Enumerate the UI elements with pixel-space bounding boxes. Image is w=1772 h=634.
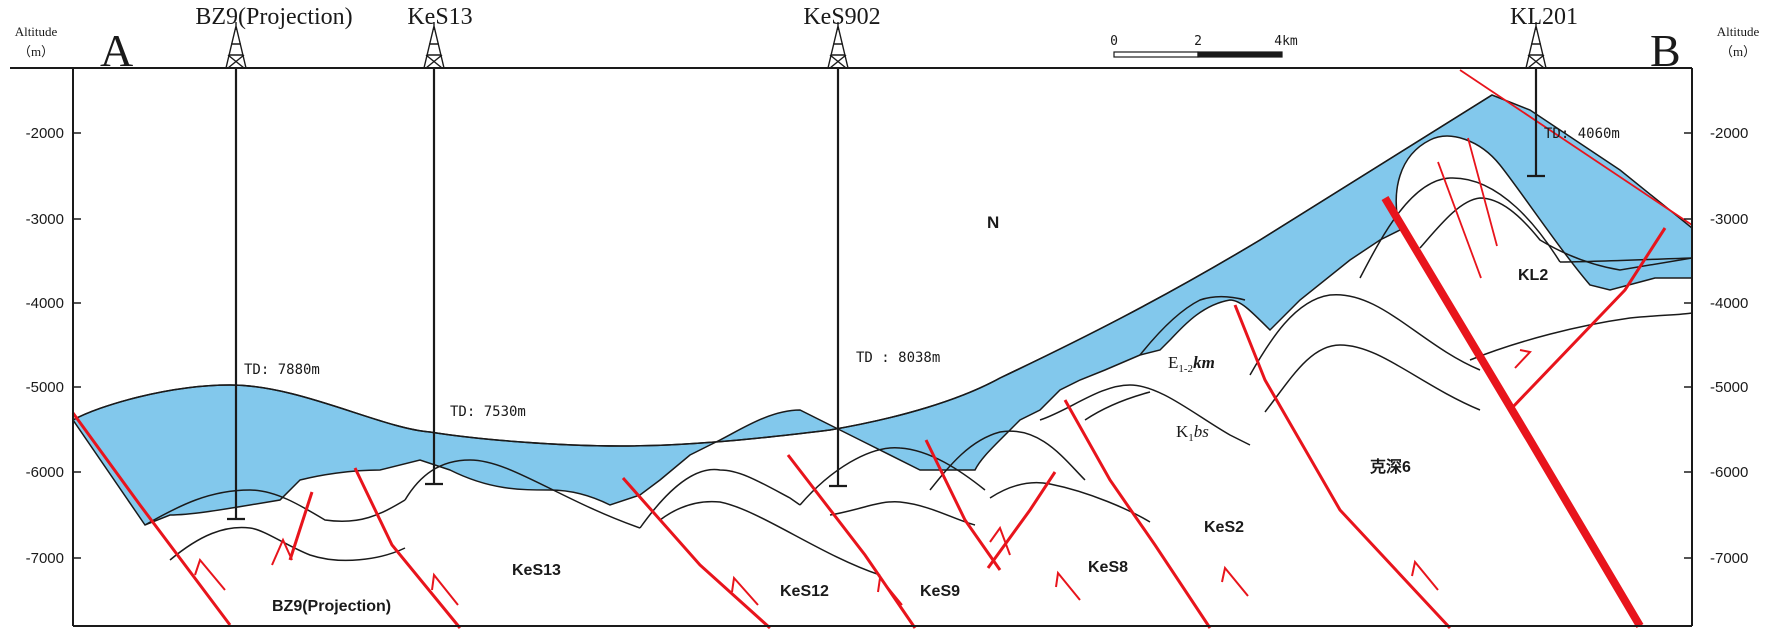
structure-label-kes8: KeS8 xyxy=(1088,559,1128,576)
structure-label-bz9: BZ9(Projection) xyxy=(272,598,391,615)
well-name-kl201: KL201 xyxy=(1510,4,1578,30)
structure-label-kes13: KeS13 xyxy=(512,562,561,579)
tick-label-right: -4000 xyxy=(1710,295,1748,312)
tick-label-right: -2000 xyxy=(1710,125,1748,142)
formation-e-italic: km xyxy=(1193,353,1215,372)
formation-e-sub: 1-2 xyxy=(1178,363,1193,375)
axis-ticks xyxy=(73,132,1692,559)
scale-bar-label: 0 xyxy=(1110,34,1118,49)
tick-label-right: -7000 xyxy=(1710,550,1748,567)
fault-arrows xyxy=(194,349,1532,606)
kl2-subfaults xyxy=(1437,69,1693,279)
well-bores xyxy=(227,68,1545,521)
tick-label-left: -5000 xyxy=(26,379,64,396)
neogene-base-line xyxy=(72,94,1493,447)
formation-k-sub: 1 xyxy=(1188,432,1194,444)
formation-e-main: E xyxy=(1168,353,1178,372)
tick-label-right: -5000 xyxy=(1710,379,1748,396)
structure-label-keshen6: 克深6 xyxy=(1370,457,1411,476)
scale-bar: 0 2 4km xyxy=(1110,34,1298,58)
structure-label-kes9: KeS9 xyxy=(920,583,960,600)
formation-k-main: K xyxy=(1176,422,1189,441)
scale-bar-label: 2 xyxy=(1194,34,1202,49)
tick-label-left: -2000 xyxy=(26,125,64,142)
main-fault xyxy=(1381,195,1644,629)
td-label-kl201: TD: 4060m xyxy=(1544,126,1620,142)
axis-unit-right: （m） xyxy=(1720,44,1756,59)
well-derricks xyxy=(225,22,1547,69)
axis-unit-left: （m） xyxy=(18,44,54,59)
horizon-lines xyxy=(144,177,1693,576)
td-label-bz9: TD: 7880m xyxy=(244,362,320,378)
well-name-bz9: BZ9(Projection) xyxy=(195,4,352,30)
formation-k-italic: bs xyxy=(1194,422,1210,441)
tick-label-right: -3000 xyxy=(1710,211,1748,228)
formation-label-n: N xyxy=(987,213,999,232)
faults xyxy=(71,227,1667,630)
td-label-kes13: TD: 7530m xyxy=(450,404,526,420)
tick-label-left: -6000 xyxy=(26,464,64,481)
scale-bar-label: 4km xyxy=(1274,34,1298,49)
tick-label-left: -7000 xyxy=(26,550,64,567)
well-name-kes902: KeS902 xyxy=(803,4,880,30)
formation-label-k1bs: K1bs xyxy=(1176,422,1209,444)
structure-label-kes2: KeS2 xyxy=(1204,519,1244,536)
tick-label-left: -3000 xyxy=(26,211,64,228)
section-end-label: B xyxy=(1650,25,1681,76)
tick-label-right: -6000 xyxy=(1710,464,1748,481)
well-name-kes13: KeS13 xyxy=(407,4,472,30)
structure-label-kes12: KeS12 xyxy=(780,583,829,600)
section-start-label: A xyxy=(100,25,133,76)
axis-title-left: Altitude xyxy=(15,24,58,39)
td-label-kes902: TD : 8038m xyxy=(856,350,940,366)
tick-label-left: -4000 xyxy=(26,295,64,312)
formation-label-e12km: E1-2km xyxy=(1168,353,1215,375)
axis-title-right: Altitude xyxy=(1717,24,1760,39)
structure-label-kl2: KL2 xyxy=(1518,267,1548,284)
